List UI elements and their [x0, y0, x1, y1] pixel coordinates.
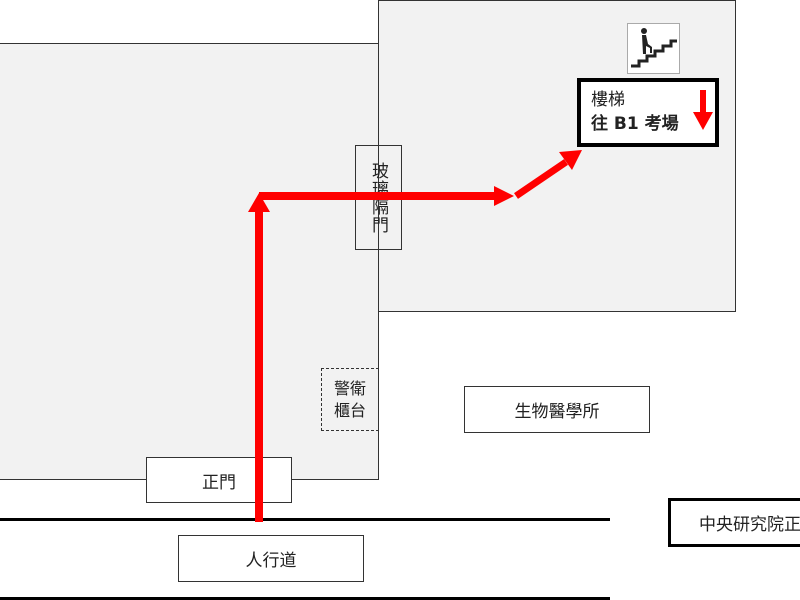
institute-label: 生物醫學所	[464, 386, 650, 433]
road-line-bottom	[0, 597, 610, 600]
main-gate-label: 正門	[146, 457, 292, 503]
route-arrow-right	[259, 186, 514, 206]
stairs-icon	[627, 23, 680, 74]
down-arrow-icon	[693, 90, 713, 130]
stairs-sign: 樓梯 往 B1 考場	[577, 78, 719, 147]
route-arrow-up	[248, 193, 270, 522]
academia-gate-label: 中央研究院正門	[668, 498, 800, 547]
sidewalk-label: 人行道	[178, 535, 364, 582]
route-arrow-diagonal	[514, 150, 582, 199]
stairs-label: 樓梯	[591, 90, 625, 110]
road-line-top	[0, 518, 610, 521]
left-building	[0, 43, 379, 480]
building-divider	[378, 43, 379, 480]
stairs-destination: 往 B1 考場	[591, 114, 679, 134]
guard-counter: 警衛 櫃台	[321, 368, 379, 431]
